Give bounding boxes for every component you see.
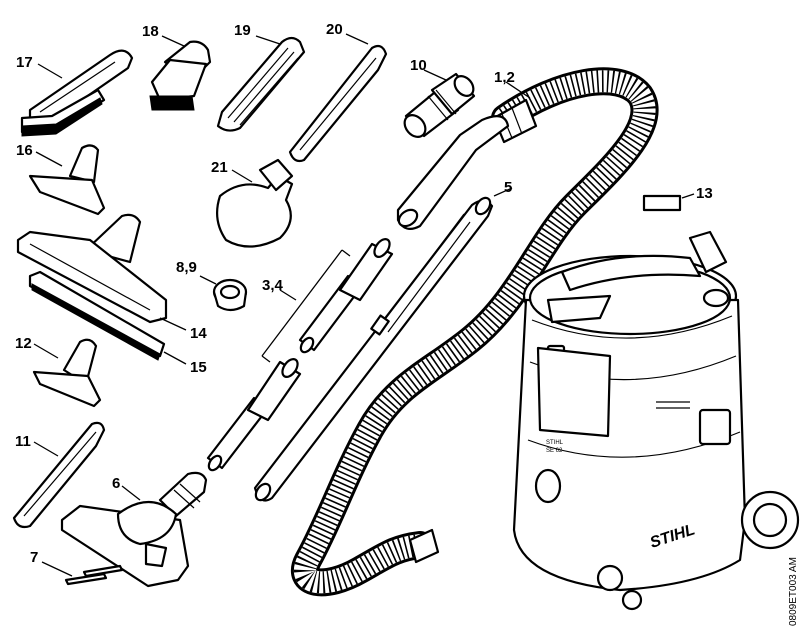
- leader-line: [423, 69, 447, 81]
- callout-12: 12: [15, 335, 32, 352]
- leader-line: [255, 35, 281, 45]
- dusting-brush-part: [149, 40, 212, 111]
- callout-21: 21: [211, 159, 228, 176]
- small-nozzle-part: [28, 144, 106, 216]
- callout-18: 18: [142, 23, 159, 40]
- vacuum-unit: STIHL SE 62 STIHL: [512, 230, 800, 611]
- carpet-nozzle-part: [60, 471, 208, 588]
- callout-16: 16: [16, 142, 33, 159]
- brush-strip-part: [28, 270, 166, 361]
- leader-line: [163, 351, 187, 365]
- adapter-part: [403, 72, 476, 138]
- leader-line: [35, 151, 63, 167]
- furniture-nozzle-part: [216, 36, 306, 132]
- callout-3-4: 3,4: [262, 277, 284, 294]
- leader-line: [279, 289, 297, 301]
- callout-15: 15: [190, 359, 207, 376]
- upholstery-nozzle-part: [32, 338, 102, 408]
- reference-code: 0809ET003 AM: [788, 557, 799, 626]
- callout-1-2: 1,2: [494, 69, 515, 86]
- callout-7: 7: [30, 549, 38, 566]
- extension-tubes-part: [206, 238, 394, 472]
- floor-nozzle-part: [16, 213, 168, 324]
- callout-19: 19: [234, 22, 251, 39]
- telescopic-tube-part: [253, 196, 494, 502]
- callout-17: 17: [16, 54, 33, 71]
- leader-line: [161, 35, 185, 47]
- filter-bag-part: [215, 158, 294, 248]
- callout-6: 6: [112, 475, 120, 492]
- callout-11: 11: [15, 433, 31, 450]
- crevice-tool-part: [12, 421, 106, 529]
- clamp-part: [212, 278, 248, 312]
- unit-model-text: SE 62: [546, 448, 563, 454]
- suction-hose-part: [291, 67, 659, 597]
- callout-5: 5: [504, 179, 512, 196]
- callout-20: 20: [326, 21, 343, 38]
- callout-13: 13: [696, 185, 713, 202]
- leader-line: [231, 169, 253, 183]
- leader-line: [41, 561, 73, 577]
- leader-line: [681, 193, 695, 199]
- unit-model-badge: STIHL: [546, 440, 564, 446]
- leader-line: [345, 33, 369, 45]
- leader-line: [159, 317, 187, 331]
- leader-line: [121, 485, 141, 501]
- leader-line: [199, 275, 217, 285]
- leader-line: [33, 441, 59, 457]
- leader-line: [505, 81, 531, 99]
- strip-part: [64, 564, 124, 586]
- leader-line: [37, 63, 63, 79]
- upholstery-brush-part: [20, 49, 134, 137]
- leader-line: [33, 343, 59, 359]
- callout-14: 14: [190, 325, 207, 342]
- label-part: [642, 194, 682, 212]
- callout-8-9: 8,9: [176, 259, 197, 276]
- leader-line: [493, 187, 513, 197]
- crevice-nozzle-part: [288, 44, 388, 163]
- callout-10: 10: [410, 57, 427, 74]
